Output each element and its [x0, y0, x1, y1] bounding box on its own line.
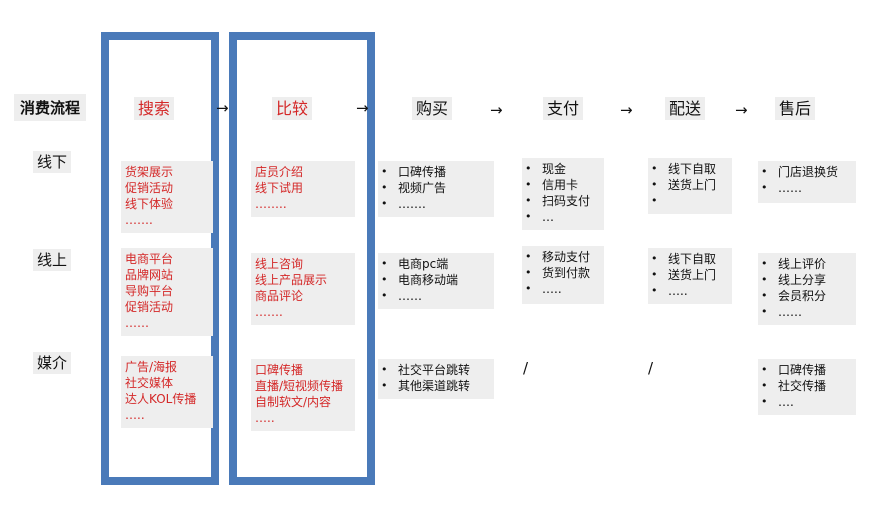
cell-after-media: 口碑传播社交传播….: [758, 359, 856, 415]
cell-buy-offline: 口碑传播视频广告…….: [378, 161, 494, 217]
row-label-online: 线上: [33, 249, 72, 271]
arrow-delivery-after: →: [735, 101, 748, 119]
cell-after-offline: 门店退换货……: [758, 161, 856, 203]
cell-search-online: 电商平台品牌网站导购平台促销活动……: [121, 248, 213, 336]
arrow-buy-pay: →: [490, 101, 503, 119]
stage-delivery: 配送: [665, 97, 706, 120]
row-label-offline: 线下: [33, 151, 72, 173]
stage-search: 搜索: [134, 97, 175, 120]
cell-buy-online: 电商pc端电商移动端……: [378, 253, 494, 309]
arrow-pay-delivery: →: [620, 101, 633, 119]
cell-compare-online: 线上咨询线上产品展示商品评论…….: [251, 253, 355, 325]
cell-compare-offline: 店员介绍线下试用……..: [251, 161, 355, 217]
stage-after: 售后: [775, 97, 816, 120]
cell-delivery-online: 线下自取送货上门…..: [648, 248, 732, 304]
cell-search-offline: 货架展示促销活动线下体验…….: [121, 161, 213, 233]
stage-buy: 购买: [412, 97, 453, 120]
cell-buy-media: 社交平台跳转其他渠道跳转: [378, 359, 494, 399]
compare-column-highlight: [229, 32, 375, 485]
diagram-title: 消费流程: [14, 94, 87, 121]
cell-pay-offline: 现金信用卡扫码支付…: [522, 158, 604, 230]
pay-media-empty: /: [523, 359, 529, 377]
delivery-media-empty: /: [648, 359, 654, 377]
arrow-compare-buy: →: [356, 99, 369, 117]
stage-pay: 支付: [543, 97, 584, 120]
cell-compare-media: 口碑传播直播/短视频传播自制软文/内容…..: [251, 359, 355, 431]
row-label-media: 媒介: [33, 352, 72, 374]
stage-compare: 比较: [272, 97, 313, 120]
arrow-search-compare: →: [216, 99, 229, 117]
cell-search-media: 广告/海报社交媒体达人KOL传播…..: [121, 356, 213, 428]
cell-pay-online: 移动支付货到付款…..: [522, 246, 604, 304]
cell-after-online: 线上评价线上分享会员积分……: [758, 253, 856, 325]
cell-delivery-offline: 线下自取送货上门: [648, 158, 732, 214]
